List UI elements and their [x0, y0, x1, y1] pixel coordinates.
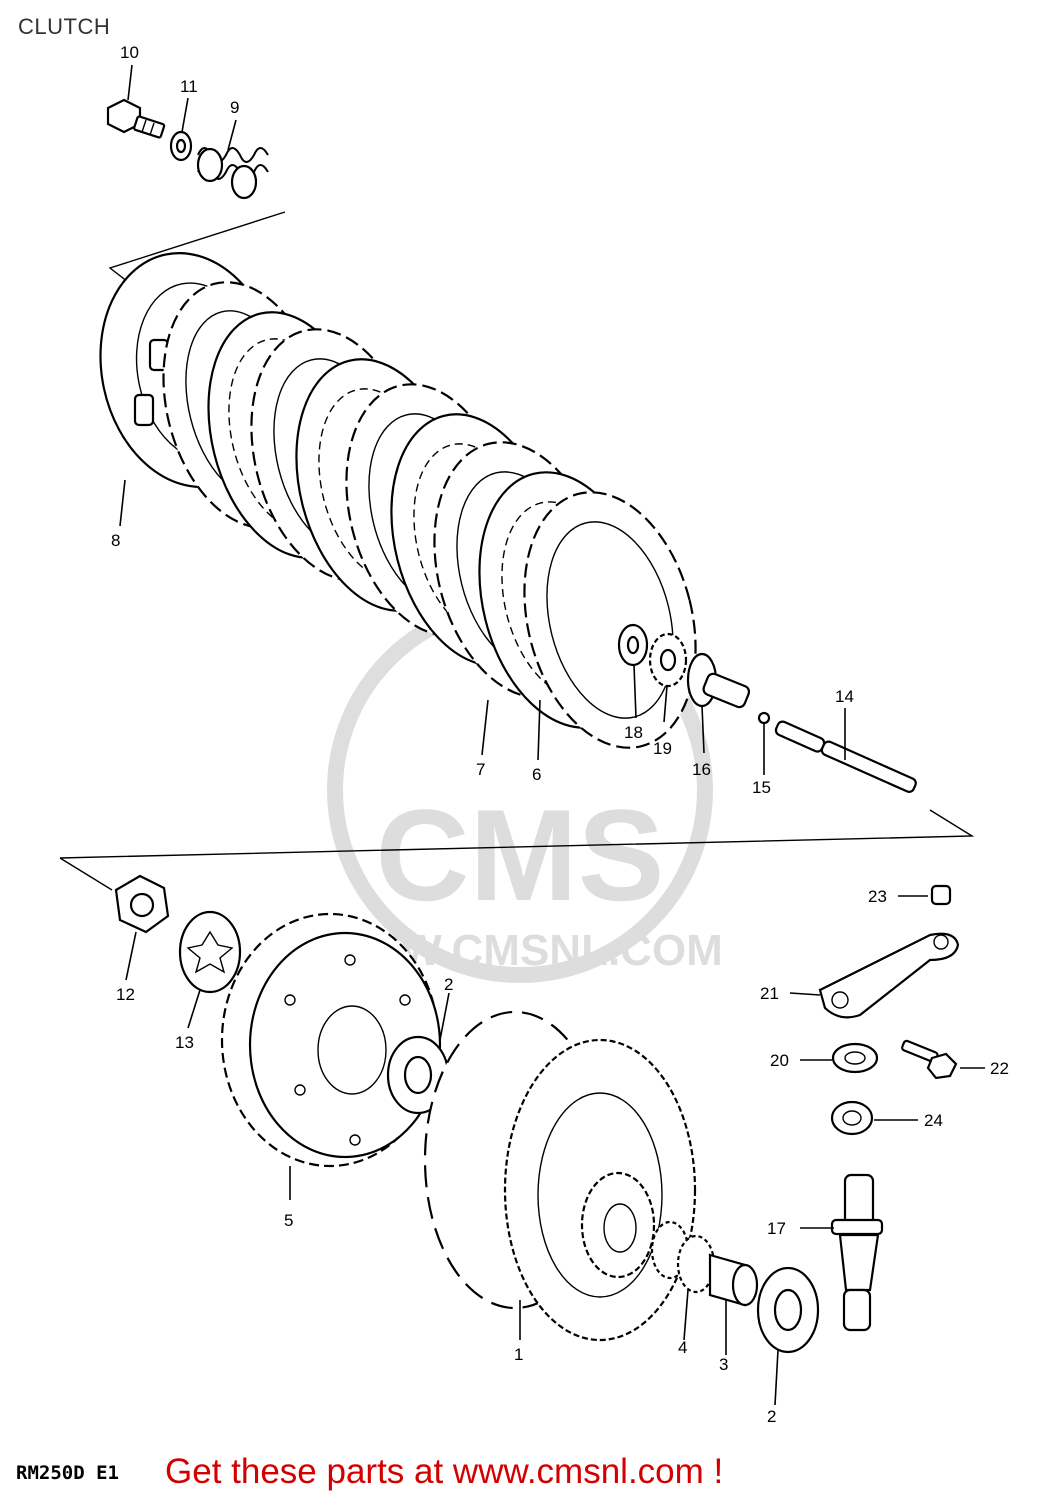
part-13-lock-washer: [178, 910, 242, 994]
part-24-bearing: [830, 1100, 874, 1136]
part-17-release-shaft: [830, 1173, 884, 1332]
callout-21: 21: [760, 984, 779, 1003]
part-14-push-rod: [774, 720, 917, 793]
watermark-logo: CMS WWW.CMSNL.COM: [317, 597, 723, 983]
callout-16: 16: [692, 760, 711, 779]
part-19-thrust-bearing: [648, 632, 688, 688]
callout-11: 11: [180, 77, 198, 96]
part-3-spacer: [708, 1253, 759, 1307]
part-23-cap: [930, 884, 952, 906]
callout-14: 14: [835, 687, 854, 706]
part-12-nut: [114, 874, 170, 934]
callout-2-lower: 2: [767, 1407, 776, 1426]
callout-2-upper: 2: [444, 975, 453, 994]
plate-stack: [162, 281, 697, 749]
callout-24: 24: [924, 1111, 943, 1130]
part-15-steel-ball: [757, 711, 771, 725]
callout-8: 8: [111, 531, 120, 550]
group-bracket-lower: [59, 857, 113, 891]
page-title: CLUTCH: [18, 14, 111, 39]
part-22-bolt: [901, 1039, 958, 1080]
part-2-thrust-washer-lower: [756, 1266, 820, 1354]
part-5-sleeve-hub: [220, 912, 442, 1168]
part-20-oil-seal: [831, 1042, 879, 1074]
group-bracket-upper: [108, 211, 286, 283]
callout-12: 12: [116, 985, 135, 1004]
part-16-push-piece: [686, 652, 751, 709]
part-10-bolt: [106, 98, 166, 139]
part-21-release-arm: [818, 932, 960, 1019]
part-18-washer: [617, 623, 649, 667]
callout-17: 17: [767, 1219, 786, 1238]
group-bracket-middle: [59, 809, 975, 859]
leader-lines: [119, 64, 985, 1406]
callout-5: 5: [284, 1211, 293, 1230]
callout-20: 20: [770, 1051, 789, 1070]
callout-10: 10: [120, 43, 139, 62]
callout-1: 1: [514, 1345, 523, 1364]
callout-15: 15: [752, 778, 771, 797]
parts-shop-link[interactable]: Get these parts at www.cmsnl.com !: [165, 1452, 724, 1491]
callout-9: 9: [230, 98, 239, 117]
model-code: RM250D E1: [16, 1462, 119, 1484]
part-9-spring: [196, 147, 269, 200]
part-2-thrust-washer-upper: [386, 1035, 450, 1115]
callout-7: 7: [476, 760, 485, 779]
callout-23: 23: [868, 887, 887, 906]
callout-3: 3: [719, 1355, 728, 1374]
callout-13: 13: [175, 1033, 194, 1052]
callout-6: 6: [532, 765, 541, 784]
part-11-washer: [169, 130, 193, 162]
callout-22: 22: [990, 1059, 1009, 1078]
callout-4: 4: [678, 1338, 687, 1357]
callout-19: 19: [653, 739, 672, 758]
callout-18: 18: [624, 723, 643, 742]
watermark-text: CMS: [376, 782, 665, 928]
part-1-clutch-housing: [423, 1010, 697, 1342]
callout-labels: 10 11 9 8 6 7 18 19 16 15 14 12 13 5 2 1…: [111, 43, 1009, 1426]
